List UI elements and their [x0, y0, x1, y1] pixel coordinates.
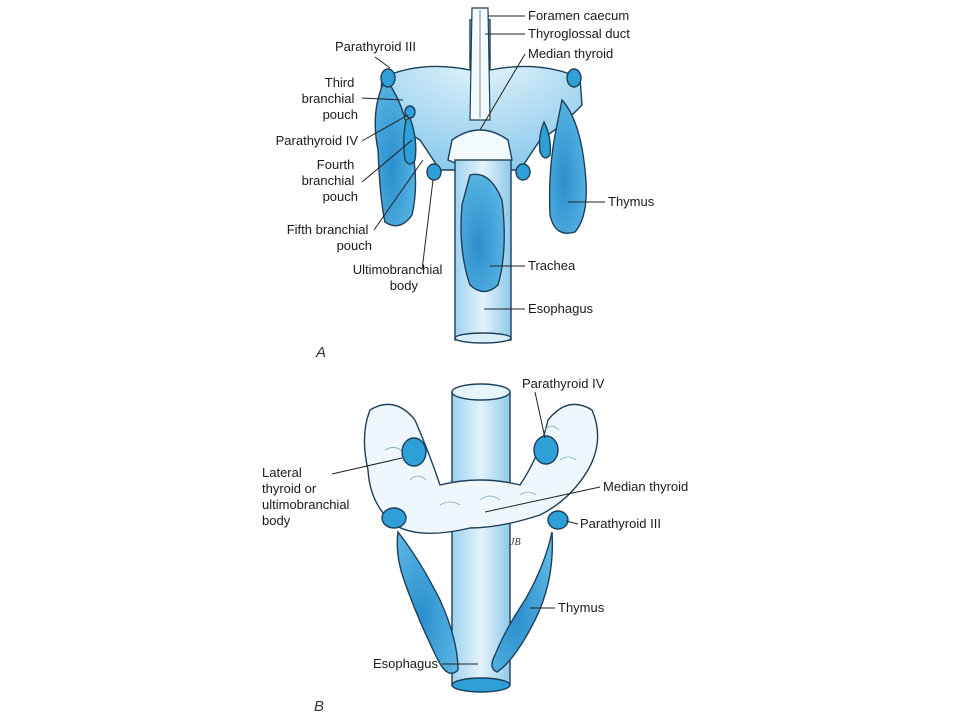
- label-trachea: Trachea: [528, 258, 576, 273]
- label-third-pouch-line: branchial: [302, 91, 355, 106]
- label-ultimobranchial-line: Ultimobranchial: [353, 262, 443, 277]
- label-fourth-pouch-line: Fourth: [317, 157, 355, 172]
- label-foramen-caecum: Foramen caecum: [528, 8, 629, 23]
- label-fourth-pouch-line: pouch: [323, 189, 358, 204]
- label-thymus-a: Thymus: [608, 194, 655, 209]
- lateral-thyroid-left: [401, 437, 427, 467]
- esophagus-tube-b: [451, 391, 511, 686]
- label-parathyroid-iv-a: Parathyroid IV: [276, 133, 359, 148]
- esophagus-top-b: [451, 383, 511, 401]
- label-esophagus-b: Esophagus: [373, 656, 439, 671]
- label-esophagus-a: Esophagus: [528, 301, 594, 316]
- panel-letter-b: B: [314, 698, 324, 715]
- leader-lines-a: [361, 15, 605, 310]
- ultimobranchial-body-left: [426, 163, 442, 181]
- thymus-right-a: [548, 98, 587, 234]
- label-parathyroid-iii-b: Parathyroid III: [580, 516, 661, 531]
- label-ultimobranchial-line: body: [390, 278, 419, 293]
- label-lateral-thyroid-line: body: [262, 513, 291, 528]
- parathyroid-iii-left: [380, 68, 396, 88]
- esophagus-end-a: [454, 332, 512, 344]
- parathyroid-iv-b: [533, 435, 559, 465]
- esophagus-end-b: [451, 677, 511, 693]
- label-fourth-pouch: Fourth branchial pouch: [302, 157, 358, 204]
- parathyroid-iii-b-right: [547, 510, 569, 530]
- label-thymus-b: Thymus: [558, 600, 605, 615]
- thyroid-texture: [384, 425, 577, 506]
- label-median-thyroid-b: Median thyroid: [603, 479, 688, 494]
- parathyroid-iii-right: [566, 68, 582, 88]
- label-lateral-thyroid-line: Lateral: [262, 465, 302, 480]
- parathyroid-iii-b-left: [381, 507, 407, 529]
- label-fifth-pouch: Fifth branchial pouch: [287, 222, 372, 253]
- leader-lines-b: [331, 391, 601, 665]
- label-fourth-pouch-line: branchial: [302, 173, 355, 188]
- label-fifth-pouch-line: Fifth branchial: [287, 222, 369, 237]
- ultimobranchial-body-right: [515, 163, 531, 181]
- label-parathyroid-iii-a: Parathyroid III: [335, 39, 416, 54]
- label-third-pouch-line: Third: [325, 75, 355, 90]
- label-lateral-thyroid-line: thyroid or: [262, 481, 317, 496]
- thymus-left-b: [396, 530, 459, 674]
- trachea-bud: [460, 173, 505, 293]
- label-third-pouch: Third branchial pouch: [302, 75, 358, 122]
- fourth-pouch-left: [403, 117, 417, 165]
- label-ultimobranchial: Ultimobranchial body: [353, 262, 446, 293]
- panel-letter-a: A: [315, 344, 326, 361]
- thymus-right-b: [491, 531, 554, 673]
- label-third-pouch-line: pouch: [323, 107, 358, 122]
- label-parathyroid-iv-b: Parathyroid IV: [522, 376, 605, 391]
- label-thyroglossal-duct: Thyroglossal duct: [528, 26, 630, 41]
- panel-b: JB Parathyroid IV Lateral thyroid or ult…: [262, 376, 688, 715]
- parathyroid-iv-right: [538, 120, 552, 159]
- label-lateral-thyroid-line: ultimobranchial: [262, 497, 350, 512]
- panel-a: Foramen caecum Thyroglossal duct Median …: [276, 7, 655, 361]
- artist-signature: JB: [510, 537, 521, 548]
- label-fifth-pouch-line: pouch: [337, 238, 372, 253]
- label-lateral-thyroid: Lateral thyroid or ultimobranchial body: [262, 465, 353, 528]
- label-median-thyroid-a: Median thyroid: [528, 46, 613, 61]
